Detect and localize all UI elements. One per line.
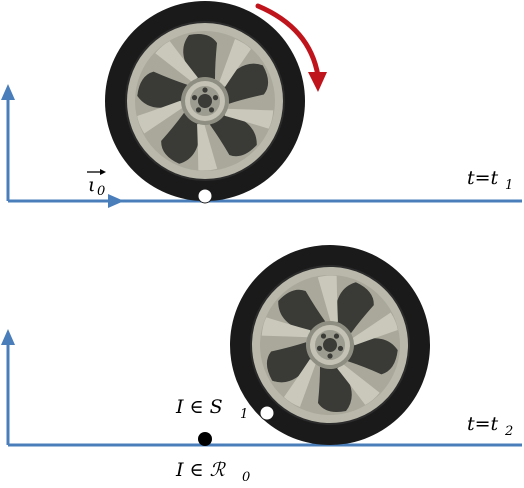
y-axis-bottom-arrowhead — [1, 329, 15, 345]
point-on-ground — [198, 432, 212, 446]
frame-top: ι 0 t=t 1 — [1, 1, 522, 208]
y-axis-top-arrowhead — [1, 84, 15, 100]
vector-label-i0-text: ι — [88, 174, 95, 196]
time-label-top-text: t=t — [467, 167, 499, 189]
unit-vector-i0-arrowhead — [108, 194, 124, 208]
time-label-bottom-sub: 2 — [504, 424, 513, 439]
contact-point-top — [197, 188, 213, 204]
point-on-wheel — [259, 405, 275, 421]
label-point-on-wheel: I ∈ S 1 — [175, 396, 248, 422]
time-label-bottom-text: t=t — [467, 413, 499, 435]
wheel-icon — [190, 205, 470, 485]
frame-bottom: t=t 2 I ∈ S 1 I ∈ ℛ 0 — [1, 205, 522, 485]
label-point-on-wheel-sub: 1 — [240, 407, 248, 422]
label-point-on-ground-text: I ∈ ℛ — [175, 459, 227, 481]
curved-arrow-icon — [255, 3, 327, 92]
vector-overarrow-head — [100, 169, 106, 175]
label-point-on-ground-sub: 0 — [242, 470, 250, 485]
label-point-on-ground: I ∈ ℛ 0 — [175, 459, 250, 485]
wheel-icon — [105, 1, 305, 201]
time-label-bottom: t=t 2 — [467, 413, 513, 439]
vector-label-i0: ι 0 — [87, 169, 106, 199]
time-label-top-sub: 1 — [505, 178, 513, 193]
label-point-on-wheel-text: I ∈ S — [175, 396, 223, 418]
vector-label-i0-sub: 0 — [97, 184, 105, 199]
time-label-top: t=t 1 — [467, 167, 513, 193]
